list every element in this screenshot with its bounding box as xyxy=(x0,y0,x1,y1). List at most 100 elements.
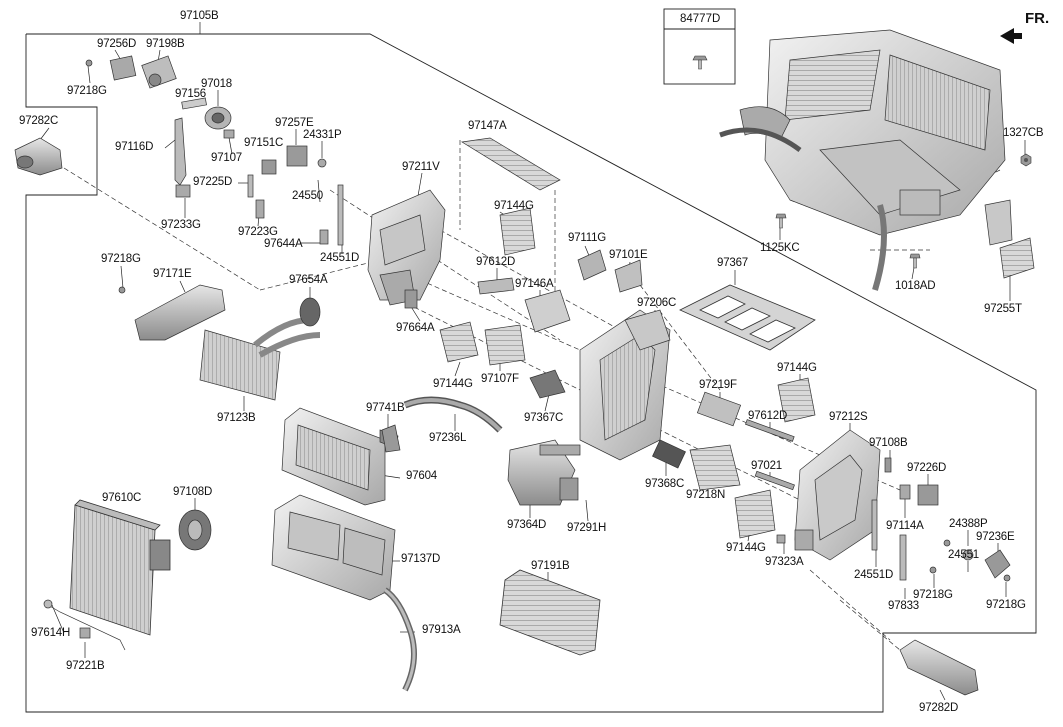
part-label-97111g: 97111G xyxy=(568,232,607,244)
part-label-24388p: 24388P xyxy=(949,518,988,530)
part-label-97612d-b: 97612D xyxy=(748,410,788,422)
center-case-97206C xyxy=(579,309,671,461)
part-label-24331p: 24331P xyxy=(303,129,342,141)
part-label-97198b: 97198B xyxy=(146,38,185,50)
filter-97191B xyxy=(499,569,601,656)
part-label-97225d: 97225D xyxy=(193,176,233,188)
front-direction-arrow-icon xyxy=(1000,28,1022,44)
part-label-97282d: 97282D xyxy=(919,702,959,714)
part-label-97644a: 97644A xyxy=(264,238,303,250)
part-label-97144g-b: 97144G xyxy=(433,378,473,390)
part-label-97107: 97107 xyxy=(211,152,242,164)
part-label-24551: 24551 xyxy=(948,549,979,561)
part-label-97147a: 97147A xyxy=(468,120,507,132)
part-label-1125kc: 1125KC xyxy=(760,242,800,254)
filter-frame-97367 xyxy=(679,284,816,351)
part-label-97833: 97833 xyxy=(888,600,919,612)
screw-icon xyxy=(692,55,708,70)
part-label-24550: 24550 xyxy=(292,190,323,202)
hvac-module-assembly xyxy=(719,29,1013,291)
part-label-97146a: 97146A xyxy=(515,278,554,290)
part-label-97218g-d: 97218G xyxy=(986,599,1026,611)
part-label-97664a: 97664A xyxy=(396,322,435,334)
actuator-group xyxy=(85,55,344,246)
inset-box-label: 84777D xyxy=(680,13,721,25)
heater-core-97123B xyxy=(199,297,321,401)
duct-97282C xyxy=(14,137,63,176)
seal-97108D xyxy=(178,509,212,551)
part-label-97018: 97018 xyxy=(201,78,232,90)
assembly-boundary xyxy=(25,33,1037,713)
part-label-24551d-b: 24551D xyxy=(854,569,894,581)
case-97211V xyxy=(367,189,446,309)
part-label-97256d: 97256D xyxy=(97,38,137,50)
part-label-97236l: 97236L xyxy=(429,432,467,444)
part-97367C xyxy=(529,369,566,399)
duct-97171E xyxy=(118,284,226,341)
part-label-97191b: 97191B xyxy=(531,560,570,572)
part-label-97151c: 97151C xyxy=(244,137,284,149)
part-label-97913a: 97913A xyxy=(422,624,461,636)
part-label-97323a: 97323A xyxy=(765,556,804,568)
drain-hose-97913A xyxy=(383,587,417,692)
housing-97604 xyxy=(281,407,399,506)
part-label-97107f: 97107F xyxy=(481,373,519,385)
sensor-97614H xyxy=(43,599,126,651)
part-label-97021: 97021 xyxy=(751,460,782,472)
part-label-97236e: 97236E xyxy=(976,531,1015,543)
part-label-97218g-b: 97218G xyxy=(101,253,141,265)
part-label-97614h: 97614H xyxy=(31,627,71,639)
part-label-97257e: 97257E xyxy=(275,117,314,129)
inset-box-84777D xyxy=(663,8,736,85)
part-label-97364d: 97364D xyxy=(507,519,547,531)
part-label-97223g: 97223G xyxy=(238,226,278,238)
part-label-97367c: 97367C xyxy=(524,412,564,424)
case-97137D xyxy=(271,494,396,601)
filter-plates xyxy=(439,137,816,539)
part-label-97233g: 97233G xyxy=(161,219,201,231)
small-parts-right xyxy=(652,391,1011,582)
part-label-97612d-a: 97612D xyxy=(476,256,516,268)
part-label-97101e: 97101E xyxy=(609,249,648,261)
part-label-97144g-d: 97144G xyxy=(726,542,766,554)
part-label-97610c: 97610C xyxy=(102,492,142,504)
blower-97364D xyxy=(507,439,581,506)
part-label-97105b: 97105B xyxy=(180,10,219,22)
bolt-icon xyxy=(909,253,921,269)
filter-cover xyxy=(999,237,1035,279)
part-label-97368c: 97368C xyxy=(645,478,685,490)
part-label-97654a: 97654A xyxy=(289,274,328,286)
part-label-97114a: 97114A xyxy=(886,520,924,532)
part-97741B xyxy=(381,424,401,453)
part-label-97156: 97156 xyxy=(175,88,206,100)
part-label-1018ad: 1018AD xyxy=(895,280,936,292)
part-label-97282c: 97282C xyxy=(19,115,59,127)
part-label-97218g-a: 97218G xyxy=(67,85,107,97)
part-label-97212s: 97212S xyxy=(829,411,868,423)
part-label-97741b: 97741B xyxy=(366,402,405,414)
part-label-97226d: 97226D xyxy=(907,462,947,474)
part-label-97255t: 97255T xyxy=(984,303,1022,315)
part-label-97144g-a: 97144G xyxy=(494,200,534,212)
part-label-97604: 97604 xyxy=(406,470,437,482)
part-label-97108b: 97108B xyxy=(869,437,908,449)
duct-97282D xyxy=(899,639,979,696)
part-label-97108d: 97108D xyxy=(173,486,213,498)
hose-97236L xyxy=(403,396,503,433)
part-label-97291h: 97291H xyxy=(567,522,607,534)
bolt-icon xyxy=(775,213,787,229)
part-label-1327cb: 1327CB xyxy=(1003,127,1044,139)
part-label-97221b: 97221B xyxy=(66,660,105,672)
part-label-97144g-c: 97144G xyxy=(777,362,817,374)
front-direction-label: FR. xyxy=(1025,10,1050,27)
part-label-24551d-a: 24551D xyxy=(320,252,360,264)
part-label-97137d: 97137D xyxy=(401,553,441,565)
part-label-97211v: 97211V xyxy=(402,161,440,173)
part-label-97219f: 97219F xyxy=(699,379,737,391)
part-label-97218g-c: 97218G xyxy=(913,589,953,601)
case-97212S xyxy=(794,429,881,561)
evaporator-97610C xyxy=(69,499,171,636)
part-label-97116d: 97116D xyxy=(115,141,154,153)
